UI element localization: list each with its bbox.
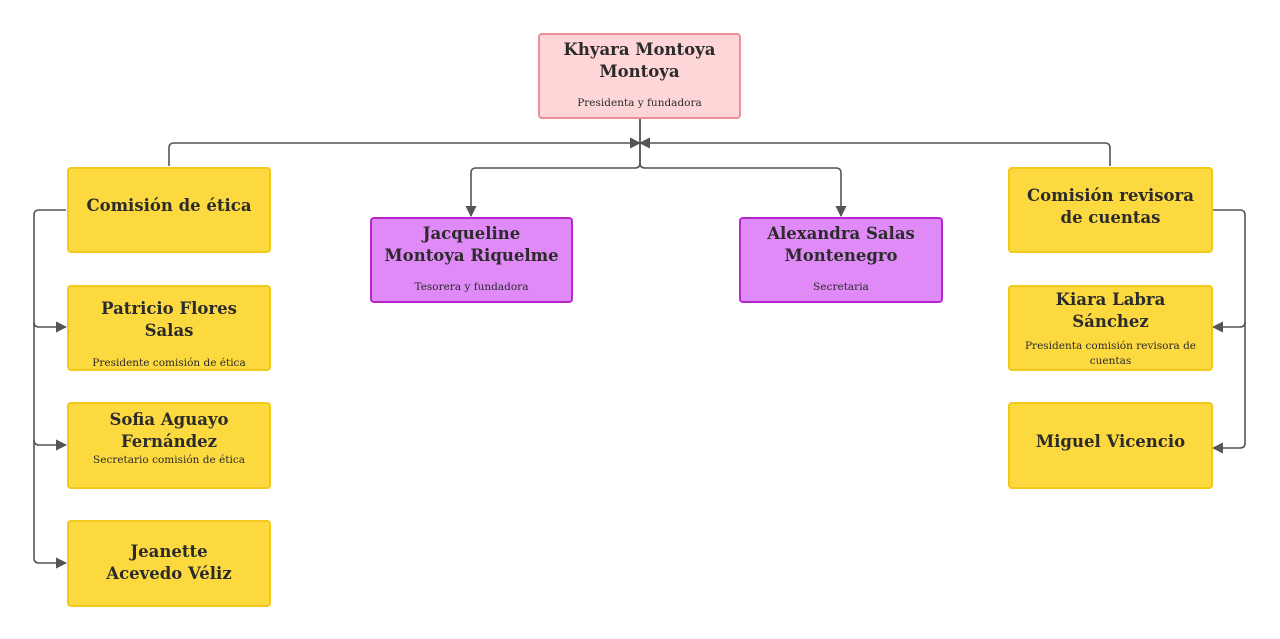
node-miguel[interactable]: Miguel Vicencio	[1008, 402, 1213, 489]
node-name: Sofia Aguayo Fernández	[109, 410, 229, 451]
node-jeanette[interactable]: Jeanette Acevedo Véliz	[67, 520, 271, 607]
node-name: Comisión de ética	[86, 196, 252, 215]
connector-accounts-to-root	[638, 137, 1111, 166]
node-name: Miguel Vicencio	[1035, 431, 1186, 451]
connector-accounts-to-kiara	[1211, 321, 1246, 333]
connector-ethics-to-sofia	[33, 439, 68, 451]
node-role: Secretaria	[813, 281, 869, 293]
node-name: Patricio Flores Salas	[101, 299, 237, 340]
node-patricio[interactable]: Patricio Flores Salas Presidente comisió…	[67, 285, 271, 371]
node-role: Presidenta y fundadora	[577, 97, 702, 109]
node-role: Presidente comisión de ética	[92, 357, 246, 369]
node-jacqueline[interactable]: Jacqueline Montoya Riquelme Tesorera y f…	[370, 217, 573, 303]
node-root[interactable]: Khyara Montoya Montoya Presidenta y fund…	[538, 33, 741, 119]
node-name: Khyara Montoya Montoya	[563, 40, 716, 81]
node-name: Alexandra Salas Montenegro	[767, 224, 915, 265]
connector-ethics-to-patricio	[33, 321, 68, 333]
node-role: Presidenta comisión revisora de cuentas	[1024, 340, 1197, 367]
node-role: Secretario comisión de ética	[93, 454, 245, 466]
node-kiara[interactable]: Kiara Labra Sánchez Presidenta comisión …	[1008, 285, 1213, 371]
node-accounts-committee[interactable]: Comisión revisora de cuentas	[1008, 167, 1213, 253]
connector-accounts-spine	[1211, 209, 1246, 454]
connector-root-to-alexandra	[639, 119, 847, 218]
connector-ethics-spine	[33, 209, 68, 569]
connector-root-to-jacqueline	[465, 119, 641, 218]
connector-ethics-to-root	[168, 137, 642, 166]
node-ethics-committee[interactable]: Comisión de ética	[67, 167, 271, 253]
node-alexandra[interactable]: Alexandra Salas Montenegro Secretaria	[739, 217, 943, 303]
node-name: Comisión revisora de cuentas	[1027, 186, 1194, 227]
node-sofia[interactable]: Sofia Aguayo Fernández Secretario comisi…	[67, 402, 271, 489]
node-name: Jeanette Acevedo Véliz	[106, 541, 232, 583]
node-name: Kiara Labra Sánchez	[1055, 290, 1166, 331]
node-role: Tesorera y fundadora	[414, 281, 529, 293]
node-name: Jacqueline Montoya Riquelme	[384, 224, 559, 265]
